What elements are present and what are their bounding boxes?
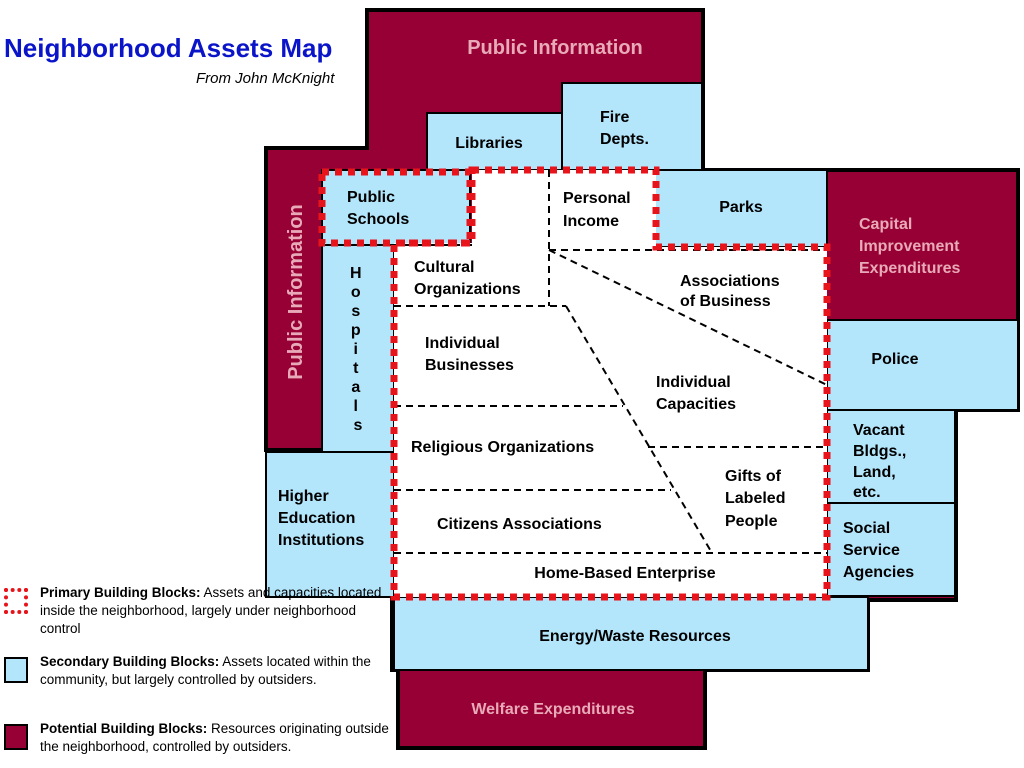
legend-secondary-swatch: [4, 657, 28, 683]
legend-primary: Primary Building Blocks: Assets and capa…: [0, 584, 395, 636]
legend-secondary-text: Secondary Building Blocks: Assets locate…: [40, 653, 392, 689]
higher-education-block: [265, 451, 395, 598]
legend-primary-label: Primary Building Blocks:: [40, 585, 201, 600]
religious-organizations-label: Religious Organizations: [411, 439, 594, 456]
legend-potential: Potential Building Blocks: Resources ori…: [0, 720, 395, 768]
public-schools-label: Public Schools: [347, 189, 409, 228]
citizens-associations-label: Citizens Associations: [437, 516, 602, 533]
legend-potential-description: Resources originating outside the neighb…: [40, 721, 389, 754]
legend-primary-text: Primary Building Blocks: Assets and capa…: [40, 584, 392, 638]
cultural-organizations-label: Cultural Organizations: [414, 259, 521, 298]
capital-label: Capital Improvement Expenditures: [859, 216, 964, 277]
primary-labels: Personal Income Cultural Organizations A…: [411, 190, 790, 582]
personal-income-label: Personal Income: [563, 190, 635, 230]
parks-label: Parks: [719, 199, 763, 216]
legend-potential-text: Potential Building Blocks: Resources ori…: [40, 720, 392, 756]
individual-capacities-label: Individual Capacities: [656, 374, 736, 413]
libraries-label: Libraries: [455, 135, 523, 152]
higher-education-label: Higher Education Institutions: [278, 488, 364, 549]
legend-potential-label: Potential Building Blocks:: [40, 721, 208, 736]
secondary-labels: Libraries Fire Depts. Public Schools Par…: [278, 109, 919, 645]
associations-business-label: Associations of Business: [680, 273, 784, 310]
page-title: Neighborhood Assets Map: [4, 33, 333, 63]
libraries-block: [426, 112, 563, 171]
legend-potential-swatch: [4, 724, 28, 750]
home-based-enterprise-label: Home-Based Enterprise: [534, 565, 715, 582]
gifts-labeled-people-label: Gifts of Labeled People: [725, 468, 790, 530]
fire-depts-label: Fire Depts.: [600, 109, 649, 148]
public-info-top-label: Public Information: [467, 37, 643, 59]
secondary-blocks: [265, 82, 1019, 671]
potential-labels: Public Information Public Information Ca…: [285, 37, 964, 718]
public-info-left-label: Public Information: [285, 204, 307, 380]
individual-businesses-label: Individual Businesses: [425, 335, 514, 374]
primary-dividers: [321, 170, 828, 554]
welfare-label: Welfare Expenditures: [471, 701, 634, 718]
legend-secondary-description: Assets located within the community, but…: [40, 654, 371, 687]
vacant-label: Vacant Bldgs., Land, etc.: [853, 422, 911, 501]
fire-depts-block: [561, 82, 703, 171]
energy-waste-label: Energy/Waste Resources: [539, 628, 731, 645]
energy-waste-block: [393, 596, 869, 671]
police-label: Police: [871, 351, 918, 368]
primary-dotted-borders: [318, 166, 831, 601]
legend-primary-swatch: [4, 588, 28, 614]
social-service-label: Social Service Agencies: [843, 520, 914, 581]
hospitals-label: H o s p i t a l s: [350, 265, 366, 434]
police-block: [826, 319, 1019, 411]
legend-secondary: Secondary Building Blocks: Assets locate…: [0, 653, 395, 701]
legend-primary-description: Assets and capacities located inside the…: [40, 585, 382, 636]
legend-secondary-label: Secondary Building Blocks:: [40, 654, 220, 669]
public-schools-block: [321, 169, 471, 246]
page-subtitle: From John McKnight: [196, 70, 335, 87]
